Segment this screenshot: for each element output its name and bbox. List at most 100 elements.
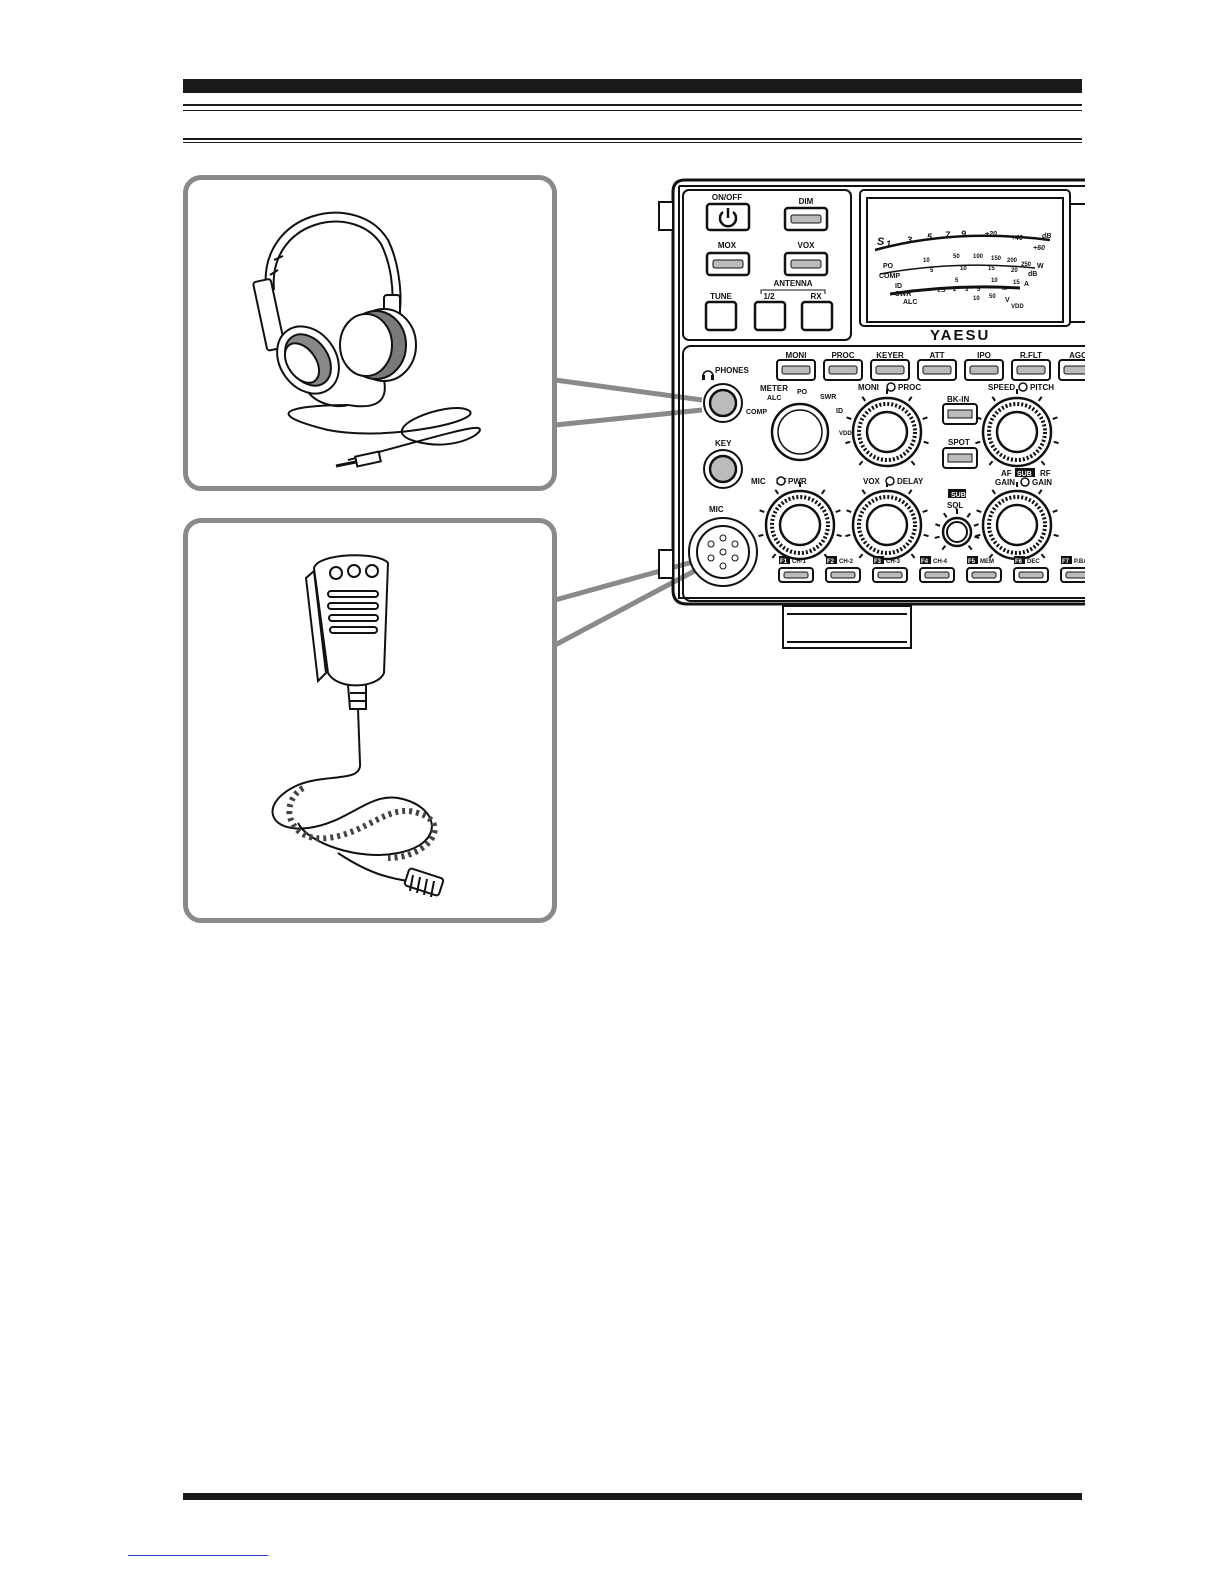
memory-button-key: F4	[921, 559, 929, 565]
memory-button-label: CH-3	[886, 559, 901, 565]
memory-button-key: F5	[968, 559, 976, 565]
function-button-agc[interactable]: AGC	[1058, 351, 1085, 381]
microphone-icon	[271, 554, 445, 898]
memory-button-label: CH-2	[839, 559, 854, 565]
svg-text:ALC: ALC	[767, 395, 781, 402]
af-rf-gain-knob[interactable]	[975, 482, 1059, 561]
tune-button[interactable]	[704, 300, 738, 332]
svg-text:GAIN: GAIN	[995, 478, 1015, 487]
memory-button-key: F7	[1062, 559, 1070, 565]
function-button-label: IPO	[977, 351, 991, 360]
key-jack[interactable]: KEY	[703, 439, 743, 489]
svg-text:1.5: 1.5	[937, 288, 946, 294]
svg-text:PROC: PROC	[898, 383, 921, 392]
key-label: KEY	[715, 439, 732, 448]
memory-button-key: F2	[827, 559, 835, 565]
function-button-rflt[interactable]: R.FLT	[1011, 351, 1051, 381]
function-button-ipo[interactable]: IPO	[964, 351, 1004, 381]
svg-text:SWR: SWR	[895, 291, 911, 298]
svg-text:1: 1	[886, 239, 891, 249]
mic-rf-power-knob[interactable]	[758, 482, 842, 561]
mox-label: MOX	[718, 241, 737, 250]
sub-squelch-knob[interactable]	[934, 509, 980, 551]
svg-text:dB: dB	[1042, 233, 1051, 240]
svg-text:A: A	[1024, 281, 1029, 288]
function-button-label: ATT	[930, 351, 945, 360]
knob-labels: MONI PROC BK-IN SPOT SPEED PITCH RF	[776, 382, 1054, 486]
spot-label: SPOT	[948, 438, 970, 447]
meter-knob-title: METER	[760, 384, 788, 393]
phones-jack[interactable]: PHONES	[702, 366, 749, 423]
svg-text:DELAY: DELAY	[897, 477, 924, 486]
vox-delay-knob[interactable]	[845, 482, 929, 561]
radio-front-panel: ON/OFF DIM MOX VOX ANTENNA TUNE 1/2 RX S…	[658, 178, 1085, 649]
memory-button-f7[interactable]: F7P.BACK	[1060, 556, 1085, 583]
phones-label: PHONES	[715, 366, 749, 375]
microphone-callout	[183, 518, 557, 923]
svg-text:10: 10	[973, 296, 980, 302]
svg-text:dB: dB	[1028, 271, 1037, 278]
memory-button-key: F1	[780, 559, 788, 565]
svg-text:10: 10	[923, 258, 930, 264]
svg-text:+60: +60	[1033, 245, 1045, 252]
function-button-label: PROC	[831, 351, 854, 360]
svg-text:5: 5	[927, 232, 933, 242]
memory-button-f4[interactable]: F4 CH-4	[919, 556, 955, 583]
speed-pitch-knob[interactable]	[975, 389, 1059, 468]
function-button-proc[interactable]: PROC	[823, 351, 863, 381]
tune-label: TUNE	[710, 292, 732, 301]
lower-knob-labels: MIC PWR VOX DELAY SUB SQL AF SUB RF GAIN…	[751, 468, 1052, 510]
memory-button-f2[interactable]: F2 CH-2	[825, 556, 861, 583]
svg-text:RF: RF	[1040, 469, 1051, 478]
memory-button-f5[interactable]: F5 MEM	[966, 556, 1002, 583]
svg-text:+40: +40	[1011, 235, 1023, 242]
svg-text:150: 150	[991, 256, 1002, 262]
headphone-jack-icon	[702, 370, 714, 380]
svg-text:MIC: MIC	[751, 477, 766, 486]
svg-text:ALC: ALC	[903, 299, 917, 306]
meter-selector-knob[interactable]: METER ALC PO SWR COMP ID VDD	[746, 384, 852, 462]
svg-text:SUB: SUB	[951, 492, 966, 499]
memory-button-key: F3	[874, 559, 882, 565]
svg-text:AF: AF	[1001, 469, 1012, 478]
moni-proc-knob[interactable]	[845, 389, 929, 468]
brand-logo: YAESU	[930, 327, 990, 344]
header-rule-upper	[183, 104, 1082, 106]
control-knobs	[758, 389, 1059, 561]
memory-button-key: F6	[1015, 559, 1023, 565]
svg-text:15: 15	[988, 266, 995, 272]
function-button-label: KEYER	[876, 351, 904, 360]
power-icon	[718, 208, 738, 228]
on-off-label: ON/OFF	[712, 193, 742, 202]
svg-text:250: 250	[1021, 262, 1032, 268]
header-rule-thin-2	[183, 142, 1082, 143]
svg-text:50: 50	[953, 254, 960, 260]
function-button-label: MONI	[786, 351, 807, 360]
function-button-keyer[interactable]: KEYER	[870, 351, 910, 381]
svg-text:7: 7	[945, 230, 951, 240]
analog-meter: S 1 3 5 7 9 +20 +40 +60 dB 10 50 100 150…	[874, 229, 1051, 310]
antenna-label: ANTENNA	[773, 279, 812, 288]
function-button-moni[interactable]: MONI	[776, 351, 816, 381]
memory-button-label: MEM	[980, 559, 994, 565]
svg-text:3: 3	[965, 287, 969, 293]
svg-text:5: 5	[955, 278, 959, 284]
svg-text:COMP: COMP	[879, 273, 900, 280]
vox-label: VOX	[798, 241, 816, 250]
svg-text:V: V	[1005, 297, 1010, 304]
rx-antenna-button[interactable]	[800, 300, 834, 332]
mic-jack[interactable]: MIC	[688, 505, 758, 587]
svg-text:ID: ID	[895, 283, 902, 290]
antenna-12-button[interactable]	[753, 300, 787, 332]
svg-text:200: 200	[1007, 258, 1018, 264]
headphones-callout	[183, 175, 557, 491]
memory-button-f3[interactable]: F3 CH-3	[872, 556, 908, 583]
svg-text:∞: ∞	[1002, 286, 1007, 293]
svg-text:PO: PO	[883, 263, 894, 270]
memory-button-label: CH-4	[933, 559, 948, 565]
function-button-att[interactable]: ATT	[917, 351, 957, 381]
svg-text:10: 10	[960, 266, 967, 272]
function-button-row: MONI PROC KEYER ATT IPO R.FLT AGC	[776, 351, 1085, 381]
